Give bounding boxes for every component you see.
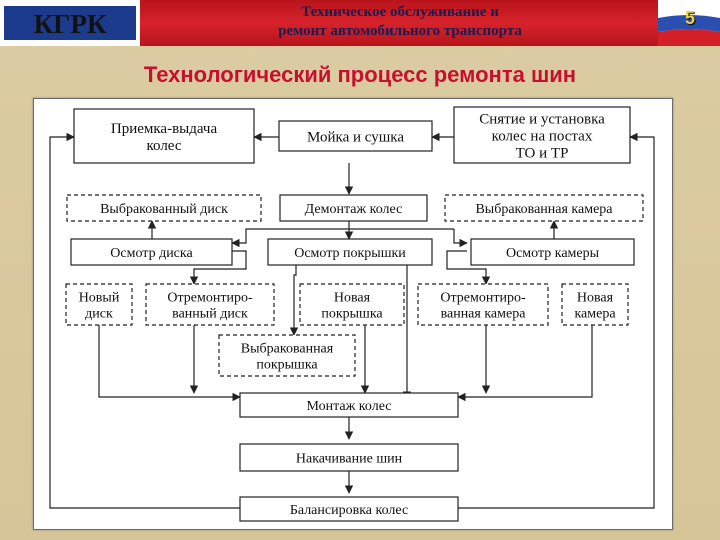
node-label-line: Мойка и сушка (307, 130, 404, 146)
node-label-line: Монтаж колес (307, 399, 392, 414)
node-tire-inspect: Осмотр покрышки (267, 238, 433, 266)
header-title-line-1: Техническое обслуживание и (301, 4, 499, 20)
node-dismount: Демонтаж колес (279, 194, 428, 222)
arrow-new-tube-to-mounting (457, 325, 593, 402)
page-number: 5 (684, 8, 695, 28)
node-box (145, 283, 275, 326)
node-box (65, 283, 133, 326)
arrow-dismount-to-disk (231, 221, 350, 248)
node-label-line: ванный диск (172, 307, 248, 322)
node-tube-inspect: Осмотр камеры (470, 238, 635, 266)
node-label-line: Выбракованная камера (475, 202, 613, 217)
node-box (417, 283, 549, 326)
logo-graphic: КГРК (0, 0, 140, 46)
node-box (218, 334, 356, 377)
node-label-line: Приемка-выдача (111, 121, 218, 137)
arrow-disk-to-repaired (189, 250, 247, 285)
node-box (267, 238, 433, 266)
node-label-line: Осмотр диска (110, 246, 193, 261)
node-label-line: Отремонтиро- (440, 291, 526, 306)
node-box (239, 443, 459, 472)
node-rejected-tube: Выбракованная камера (444, 194, 644, 222)
arrow-balancing-to-reception (49, 132, 240, 509)
node-balancing: Балансировка колес (239, 496, 459, 522)
node-box (70, 238, 233, 266)
node-label-line: Новая (577, 291, 614, 306)
node-label-line: колес (146, 138, 181, 154)
node-label-line: покрышка (256, 358, 318, 373)
node-label-line: Демонтаж колес (305, 202, 403, 217)
node-box (239, 392, 459, 418)
node-box (444, 194, 644, 222)
node-disk-inspect: Осмотр диска (70, 238, 233, 266)
node-inflation: Накачивание шин (239, 443, 459, 472)
node-label-line: Балансировка колес (290, 503, 408, 518)
node-label-line: Снятие и установка (479, 112, 605, 128)
node-label-line: ванная камера (441, 307, 527, 322)
russian-flag-icon (658, 0, 720, 46)
node-repaired-disk: Отремонтиро-ванный диск (145, 283, 275, 326)
node-label-line: диск (85, 307, 113, 322)
slide-title: Технологический процесс ремонта шин (143, 62, 577, 87)
node-label-line: Выбракованная (241, 342, 334, 357)
logo: КГРК (0, 0, 140, 46)
node-rejected-disk: Выбракованный диск (66, 194, 262, 222)
node-repaired-tube: Отремонтиро-ванная камера (417, 283, 549, 326)
node-label-line: Осмотр камеры (506, 246, 600, 261)
arrow-tire-to-rejected (289, 265, 299, 336)
node-label-line: Накачивание шин (296, 452, 403, 467)
node-box (73, 108, 255, 164)
node-label-line: Выбракованный диск (100, 202, 228, 217)
node-label-line: Осмотр покрышки (294, 246, 406, 261)
node-mounting: Монтаж колес (239, 392, 459, 418)
arrow-dismount-to-tube (453, 229, 468, 248)
arrow-balancing-to-removal (458, 132, 655, 509)
node-box (239, 496, 459, 522)
arrow-new-disk-to-mounting (98, 325, 241, 402)
node-label-line: Отремонтиро- (167, 291, 253, 306)
node-label-line: Новый (79, 291, 120, 306)
node-label-line: Новая (334, 291, 371, 306)
node-box (470, 238, 635, 266)
logo-text: КГРК (34, 9, 107, 39)
node-box (453, 106, 631, 164)
connectors (49, 132, 655, 509)
header-title: Техническое обслуживание и ремонт автомо… (150, 3, 650, 41)
node-washing: Мойка и сушка (278, 120, 433, 152)
arrow-tube-to-repaired (446, 250, 491, 285)
node-label-line: камера (574, 307, 616, 322)
node-label-line: колес на постах (492, 129, 593, 145)
node-box (561, 283, 629, 326)
header-title-line-2: ремонт автомобильного транспорта (278, 23, 522, 39)
node-box (279, 194, 428, 222)
node-box (278, 120, 433, 152)
node-box (66, 194, 262, 222)
node-label-line: ТО и ТР (516, 146, 569, 162)
node-box (299, 283, 405, 326)
node-label-line: покрышка (321, 307, 383, 322)
